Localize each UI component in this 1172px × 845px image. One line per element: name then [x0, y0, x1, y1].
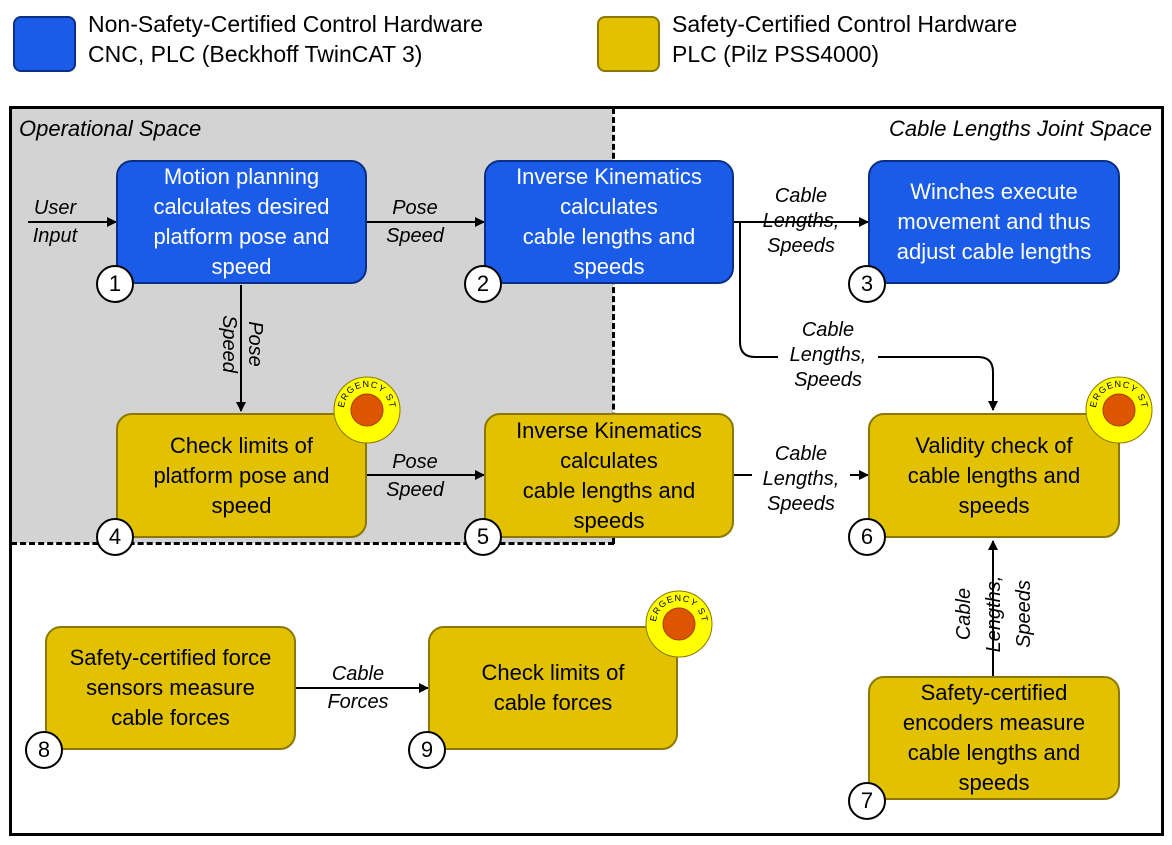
- node-text-line: encoders measure: [902, 710, 1086, 735]
- edge-label-8-9: Cable Forces: [318, 660, 398, 716]
- node-8-force-sensors: Safety-certified force sensors measure c…: [45, 626, 296, 750]
- edge-label-1-2: Pose Speed: [375, 194, 455, 250]
- node-text-line: cable forces: [111, 705, 230, 730]
- node-text-line: Inverse Kinematics: [516, 417, 702, 443]
- node-number-4: 4: [96, 518, 134, 556]
- node-text-line: speed: [211, 492, 272, 518]
- edge-label-line: Cable: [774, 185, 828, 207]
- node-text-line: adjust cable lengths: [896, 239, 1092, 264]
- node-text-line: Inverse Kinematics: [516, 164, 702, 189]
- node-text-line: speeds: [958, 770, 1030, 795]
- edge-label-line: Speed: [218, 315, 240, 373]
- node-1-motion-planning: Motion planning calculates desired platf…: [116, 160, 367, 284]
- edge-label-4-5: Pose Speed: [375, 448, 455, 504]
- edge-label-5-6: Cable Lengths, Speeds: [752, 442, 850, 517]
- node-text-line: Check limits of: [169, 432, 314, 458]
- node-text-line: sensors measure: [86, 675, 255, 700]
- node-number-6: 6: [848, 518, 886, 556]
- edge-label-line: Lengths,: [983, 575, 1005, 653]
- legend-text-non-safety: Non-Safety-Certified Control Hardware CN…: [88, 9, 483, 69]
- edge-label-line: Cable: [953, 587, 975, 641]
- edge-label-line: Lengths,: [762, 210, 840, 232]
- node-text-line: calculates desired: [153, 194, 330, 219]
- node-number-3: 3: [848, 265, 886, 303]
- node-text-line: speed: [211, 254, 272, 279]
- diagram-frame: [9, 106, 1164, 836]
- node-number-8: 8: [25, 731, 63, 769]
- legend-line: Non-Safety-Certified Control Hardware: [88, 11, 483, 37]
- edge-label-line: Speed: [386, 479, 444, 501]
- legend-swatch-non-safety: [13, 16, 76, 72]
- node-6-validity-check: Validity check of cable lengths and spee…: [868, 413, 1120, 538]
- node-text-line: speeds: [958, 492, 1030, 518]
- edge-label-line: Speeds: [794, 369, 862, 391]
- operational-space-border-right: [612, 108, 615, 544]
- edge-label-line: Pose: [392, 197, 438, 219]
- edge-label-line: Speeds: [767, 493, 835, 515]
- edge-label-1-4: Pose Speed: [216, 306, 268, 382]
- edge-label-line: Forces: [327, 691, 389, 713]
- node-number-9: 9: [408, 731, 446, 769]
- node-text-line: cable lengths and: [522, 224, 696, 249]
- legend-swatch-safety: [597, 16, 660, 72]
- emergency-stop-icon: EMERGENCY STOP: [1085, 376, 1153, 444]
- edge-label-line: Speed: [386, 225, 444, 247]
- node-5-inverse-kinematics: Inverse Kinematics calculates cable leng…: [484, 413, 734, 538]
- node-7-encoders: Safety-certified encoders measure cable …: [868, 676, 1120, 800]
- node-text-line: Winches execute: [910, 179, 1078, 204]
- node-3-winches: Winches execute movement and thus adjust…: [868, 160, 1120, 284]
- edge-label-user-input: User Input: [22, 194, 88, 250]
- node-text-line: speeds: [573, 254, 645, 279]
- node-number-1: 1: [96, 265, 134, 303]
- node-4-check-pose-limits: Check limits of platform pose and speed: [116, 413, 367, 538]
- legend-line: PLC (Pilz PSS4000): [672, 41, 880, 67]
- node-text-line: Check limits of: [481, 660, 625, 685]
- edge-label-line: Lengths,: [789, 344, 867, 366]
- operational-space-border-bottom: [11, 542, 614, 545]
- legend-text-safety: Safety-Certified Control Hardware PLC (P…: [672, 9, 1017, 69]
- node-text-line: calculates: [560, 194, 658, 219]
- node-text-line: Validity check of: [915, 432, 1073, 458]
- node-text-line: Safety-certified: [920, 680, 1068, 705]
- node-text-line: cable lengths and: [907, 462, 1081, 488]
- edge-label-line: User: [33, 197, 77, 219]
- edge-label-line: Cable: [774, 443, 828, 465]
- edge-label-line: Pose: [244, 321, 266, 367]
- edge-label-line: Speeds: [767, 235, 835, 257]
- node-text-line: Safety-certified force: [69, 645, 272, 670]
- edge-label-line: Input: [32, 225, 78, 247]
- node-number-7: 7: [848, 782, 886, 820]
- node-text-line: cable forces: [493, 690, 613, 715]
- node-text-line: calculates: [560, 447, 658, 473]
- edge-label-7-6: Cable Lengths, Speeds: [949, 566, 1039, 662]
- node-text-line: platform pose and: [153, 462, 330, 488]
- legend-line: CNC, PLC (Beckhoff TwinCAT 3): [88, 41, 423, 67]
- emergency-stop-icon: EMERGENCY STOP: [333, 376, 401, 444]
- node-number-2: 2: [464, 265, 502, 303]
- node-text-line: platform pose and: [153, 224, 330, 249]
- edge-label-2-3: Cable Lengths, Speeds: [752, 184, 850, 259]
- legend-line: Safety-Certified Control Hardware: [672, 11, 1018, 37]
- operational-space-label: Operational Space: [19, 116, 202, 141]
- edge-label-line: Pose: [392, 451, 438, 473]
- node-text-line: speeds: [573, 507, 645, 533]
- node-text-line: movement and thus: [897, 209, 1091, 234]
- emergency-stop-icon: EMERGENCY STOP: [645, 590, 713, 658]
- node-number-5: 5: [464, 518, 502, 556]
- edge-label-2-6: Cable Lengths, Speeds: [778, 318, 878, 393]
- joint-space-label: Cable Lengths Joint Space: [889, 116, 1152, 141]
- node-text-line: Motion planning: [163, 164, 320, 189]
- edge-label-line: Speeds: [1013, 580, 1035, 648]
- node-9-check-force-limits: Check limits of cable forces: [428, 626, 678, 750]
- node-text-line: cable lengths and: [907, 740, 1081, 765]
- node-text-line: cable lengths and: [522, 477, 696, 503]
- edge-label-line: Cable: [801, 319, 855, 341]
- node-2-inverse-kinematics: Inverse Kinematics calculates cable leng…: [484, 160, 734, 284]
- edge-label-line: Lengths,: [762, 468, 840, 490]
- edge-label-line: Cable: [331, 663, 385, 685]
